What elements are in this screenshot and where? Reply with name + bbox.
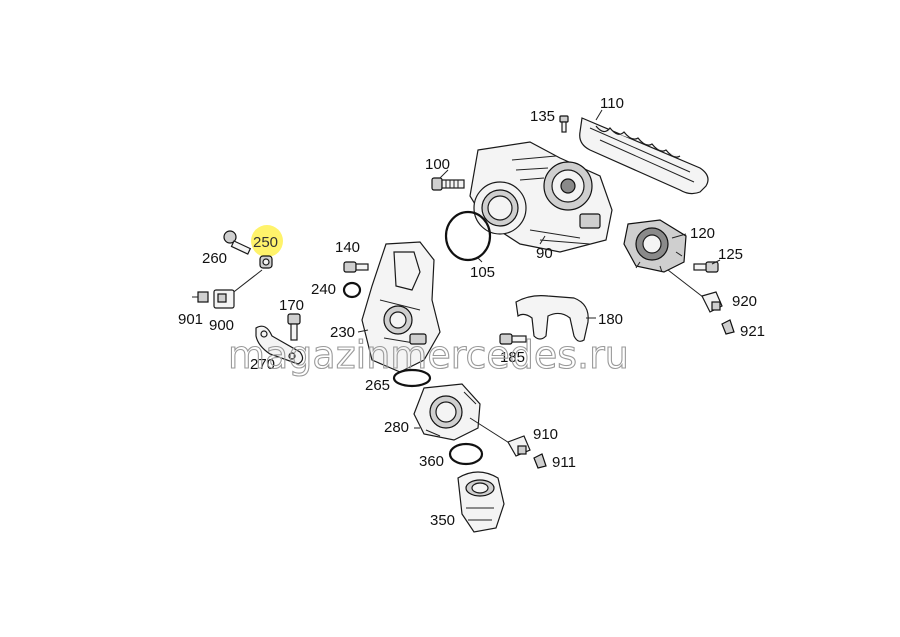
label-125: 125 (718, 246, 743, 263)
part-921-pin[interactable] (721, 319, 735, 335)
part-260-bolt[interactable] (223, 230, 252, 255)
label-270: 270 (250, 356, 275, 373)
part-180-bracket[interactable] (515, 295, 589, 342)
part-911-pin[interactable] (533, 453, 547, 469)
leader-120 (671, 233, 687, 239)
label-920: 920 (732, 293, 757, 310)
part-110-gasket[interactable] (579, 117, 709, 195)
part-140-bolt[interactable] (343, 261, 369, 273)
part-185-bolt[interactable] (499, 333, 527, 345)
part-125-bolt[interactable] (693, 261, 719, 273)
part-900-connector[interactable] (213, 289, 235, 309)
label-90: 90 (536, 245, 553, 262)
part-270-bracket[interactable] (255, 325, 304, 365)
watermark-text: magazinmercedes.ru (228, 333, 629, 377)
part-920-connector[interactable] (701, 291, 723, 313)
label-185: 185 (500, 349, 525, 366)
label-170: 170 (279, 297, 304, 314)
part-910-connector[interactable] (507, 435, 531, 457)
part-105-oring[interactable] (444, 210, 492, 262)
leader-230 (357, 329, 369, 333)
label-120: 120 (690, 225, 715, 242)
label-180: 180 (598, 311, 623, 328)
part-90-throttle-housing[interactable] (469, 141, 613, 253)
label-110: 110 (600, 95, 624, 112)
part-170-bolt[interactable] (287, 313, 301, 341)
label-100: 100 (425, 156, 450, 173)
label-105: 105 (470, 264, 495, 281)
label-260: 260 (202, 250, 227, 267)
part-120-actuator[interactable] (623, 219, 687, 273)
label-921: 921 (740, 323, 765, 340)
leader-100 (439, 169, 449, 179)
label-250: 250 (253, 234, 278, 251)
part-265-seal[interactable] (392, 368, 432, 388)
part-360-ring[interactable] (448, 442, 484, 466)
leader-910-line (469, 417, 515, 447)
label-910: 910 (533, 426, 558, 443)
label-230: 230 (330, 324, 355, 341)
part-350-housing[interactable] (457, 471, 505, 533)
label-350: 350 (430, 512, 455, 529)
leader-90 (539, 235, 546, 245)
label-901: 901 (178, 311, 203, 328)
part-100-bolt[interactable] (431, 177, 465, 191)
leader-110 (595, 109, 603, 121)
part-250-sensor[interactable] (259, 255, 273, 269)
label-911: 911 (552, 454, 576, 471)
label-240: 240 (311, 281, 336, 298)
part-901-pin[interactable] (192, 291, 209, 303)
label-135: 135 (530, 108, 555, 125)
label-360: 360 (419, 453, 444, 470)
leader-125 (711, 259, 721, 265)
label-280: 280 (384, 419, 409, 436)
label-265: 265 (365, 377, 390, 394)
part-240-oring[interactable] (342, 281, 362, 299)
part-135-bolt[interactable] (559, 115, 569, 133)
part-230-manifold[interactable] (361, 241, 441, 373)
label-900: 900 (209, 317, 234, 334)
highlight-marker (251, 225, 283, 257)
part-280-adapter[interactable] (413, 383, 481, 441)
leader-105 (477, 257, 483, 263)
label-140: 140 (335, 239, 360, 256)
